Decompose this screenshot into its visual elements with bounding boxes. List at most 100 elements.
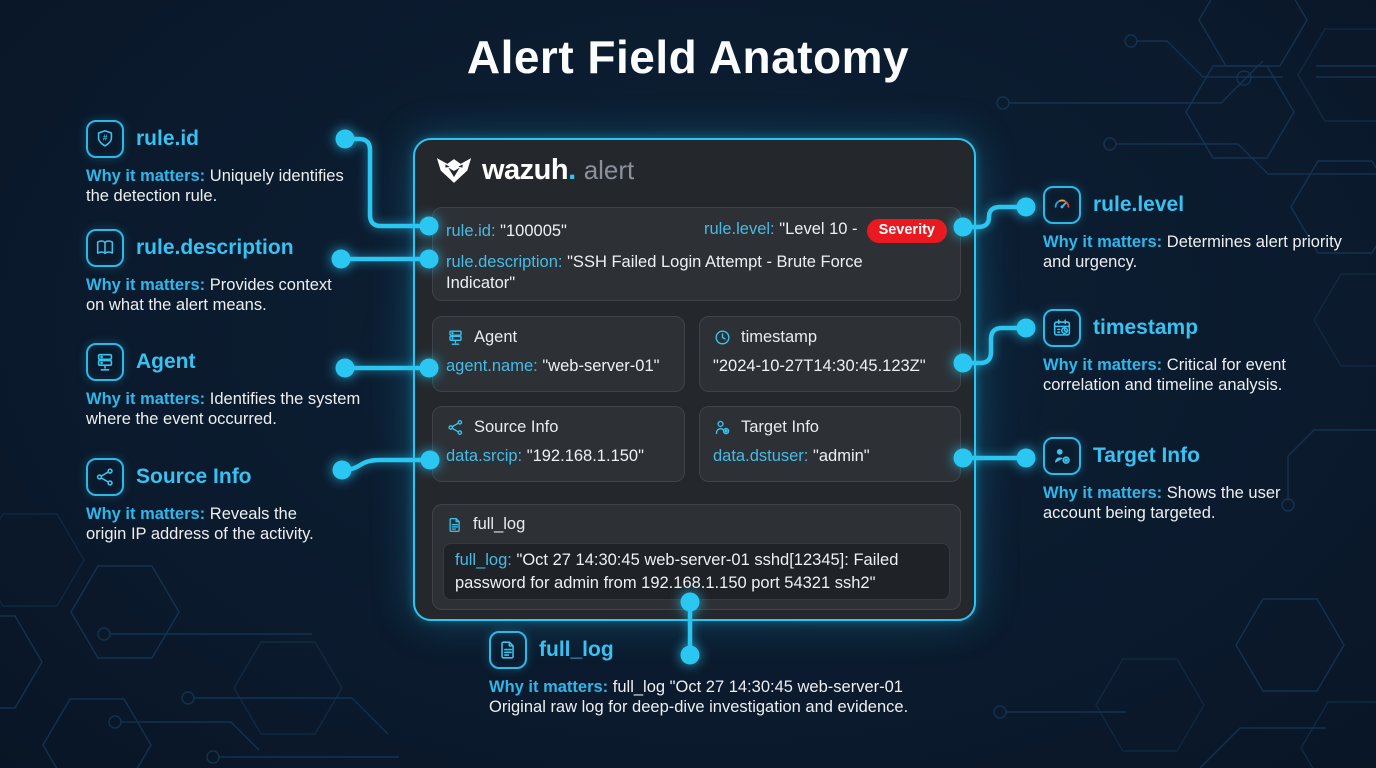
- annotation-target-info-header: Target Info: [1043, 437, 1295, 475]
- annotation-title: Target Info: [1093, 444, 1200, 467]
- agent-card-title: Agent: [474, 328, 518, 346]
- why-text: full_log "Oct 27 14:30:45 web-server-01 …: [489, 678, 909, 716]
- source-ip-key: data.srcip:: [446, 447, 523, 465]
- annotation-rule-level-header: rule.level: [1043, 186, 1365, 224]
- full-log-value: "Oct 27 14:30:45 web-server-01 sshd[1234…: [455, 551, 899, 592]
- full-log-value-box: full_log: "Oct 27 14:30:45 web-server-01…: [443, 543, 950, 600]
- brand-dot: .: [568, 154, 576, 186]
- card-header: wazuh. alert: [435, 154, 634, 187]
- document-icon: [489, 631, 527, 669]
- annotation-full-log-header: full_log: [489, 631, 919, 669]
- rule-description-field: rule.description: "SSH Failed Login Atte…: [446, 252, 914, 294]
- why-label: Why it matters:: [1043, 233, 1163, 251]
- annotation-title: Source Info: [136, 465, 252, 488]
- timestamp-value: "2024-10-27T14:30:45.123Z": [713, 357, 926, 375]
- why-label: Why it matters:: [489, 678, 609, 696]
- server-icon: [86, 343, 124, 381]
- brand-suffix: alert: [583, 155, 635, 185]
- svg-text:#: #: [103, 134, 108, 143]
- share-branch-icon: [86, 458, 124, 496]
- annotation-title: full_log: [539, 638, 614, 661]
- target-info-card-header: Target Info: [713, 418, 947, 437]
- timestamp-card: timestamp "2024-10-27T14:30:45.123Z": [699, 316, 961, 392]
- user-target-icon: [715, 420, 730, 435]
- agent-card-header: Agent: [446, 328, 671, 347]
- why-label: Why it matters:: [86, 167, 206, 185]
- user-target-icon: [1043, 437, 1081, 475]
- rule-id-level-line: rule.id: "100005" rule.level: "Level 10 …: [446, 219, 947, 243]
- page-title: Alert Field Anatomy: [466, 31, 910, 83]
- gauge-icon: [1043, 186, 1081, 224]
- agent-name-field: agent.name: "web-server-01": [446, 357, 671, 376]
- timestamp-field: "2024-10-27T14:30:45.123Z": [713, 357, 947, 376]
- why-label: Why it matters:: [1043, 356, 1163, 374]
- target-info-card-title: Target Info: [741, 418, 819, 436]
- source-info-card: Source Info data.srcip: "192.168.1.150": [432, 406, 685, 482]
- annotation-rule-id: # rule.id Why it matters: Uniquely ident…: [86, 120, 362, 206]
- annotation-rule-description: rule.description Why it matters: Provide…: [86, 229, 338, 315]
- source-ip-field: data.srcip: "192.168.1.150": [446, 447, 671, 466]
- clock-icon: [715, 330, 730, 345]
- why-text: Critical for event correlation and timel…: [1043, 356, 1286, 394]
- brand-name: wazuh.: [482, 154, 576, 187]
- annotation-source-info-header: Source Info: [86, 458, 330, 496]
- wazuh-wolf-logo-icon: [436, 158, 472, 183]
- full-log-card-title: full_log: [473, 515, 526, 533]
- rule-id-key: rule.id:: [446, 221, 496, 240]
- annotation-body: Why it matters: Provides context on what…: [86, 275, 338, 315]
- rule-description-key: rule.description:: [446, 253, 563, 271]
- source-info-card-header: Source Info: [446, 418, 671, 437]
- why-label: Why it matters:: [1043, 484, 1163, 502]
- agent-card: Agent agent.name: "web-server-01": [432, 316, 685, 392]
- why-text: Uniquely identifies the detection rule.: [86, 167, 344, 205]
- target-user-field: data.dstuser: "admin": [713, 447, 947, 466]
- rule-level-field: rule.level: "Level 10 - Severity: [704, 219, 947, 243]
- why-text: Shows the user account being targeted.: [1043, 484, 1281, 522]
- shield-id-icon: #: [86, 120, 124, 158]
- share-branch-icon: [448, 420, 463, 435]
- rule-id-value: "100005": [500, 221, 567, 240]
- annotation-title: rule.description: [136, 236, 294, 259]
- why-text: Identifies the system where the event oc…: [86, 390, 361, 428]
- document-icon: [449, 517, 460, 532]
- open-book-icon: [86, 229, 124, 267]
- why-label: Why it matters:: [86, 276, 206, 294]
- agent-name-key: agent.name:: [446, 357, 538, 375]
- annotation-body: Why it matters: full_log "Oct 27 14:30:4…: [489, 677, 919, 717]
- annotation-body: Why it matters: Determines alert priorit…: [1043, 232, 1365, 272]
- source-ip-value: "192.168.1.150": [526, 447, 644, 465]
- annotation-rule-level: rule.level Why it matters: Determines al…: [1043, 186, 1365, 272]
- annotation-body: Why it matters: Uniquely identifies the …: [86, 166, 362, 206]
- timestamp-card-title: timestamp: [741, 328, 818, 346]
- timestamp-card-header: timestamp: [713, 328, 947, 347]
- full-log-key: full_log:: [455, 551, 512, 569]
- rule-id-field: rule.id: "100005": [446, 222, 567, 241]
- annotation-timestamp: timestamp Why it matters: Critical for e…: [1043, 309, 1343, 395]
- rule-level-value: "Level 10 -: [779, 220, 858, 238]
- rule-description-value: "SSH Failed Login Attempt - Brute Force …: [446, 253, 863, 292]
- annotation-target-info: Target Info Why it matters: Shows the us…: [1043, 437, 1295, 523]
- annotation-body: Why it matters: Identifies the system wh…: [86, 389, 378, 429]
- target-info-card: Target Info data.dstuser: "admin": [699, 406, 961, 482]
- annotation-timestamp-header: timestamp: [1043, 309, 1343, 347]
- rule-row-card: rule.id: "100005" rule.level: "Level 10 …: [432, 207, 961, 301]
- annotation-source-info: Source Info Why it matters: Reveals the …: [86, 458, 330, 544]
- rule-level-key: rule.level:: [704, 220, 775, 238]
- annotation-body: Why it matters: Critical for event corre…: [1043, 355, 1343, 395]
- why-text: Reveals the origin IP address of the act…: [86, 505, 314, 543]
- annotation-agent-header: Agent: [86, 343, 378, 381]
- annotation-title: Agent: [136, 350, 196, 373]
- full-log-card: full_log full_log: "Oct 27 14:30:45 web-…: [432, 504, 961, 610]
- target-user-key: data.dstuser:: [713, 447, 809, 465]
- annotation-body: Why it matters: Shows the user account b…: [1043, 483, 1295, 523]
- server-icon: [449, 330, 462, 345]
- annotation-title: rule.id: [136, 127, 200, 150]
- severity-badge: Severity: [866, 219, 947, 243]
- annotation-title: rule.level: [1093, 193, 1185, 216]
- calendar-clock-icon: [1043, 309, 1081, 347]
- why-text: Provides context on what the alert means…: [86, 276, 332, 314]
- source-info-card-title: Source Info: [474, 418, 559, 436]
- annotation-rule-id-header: # rule.id: [86, 120, 362, 158]
- agent-name-value: "web-server-01": [542, 357, 660, 375]
- why-label: Why it matters:: [86, 390, 206, 408]
